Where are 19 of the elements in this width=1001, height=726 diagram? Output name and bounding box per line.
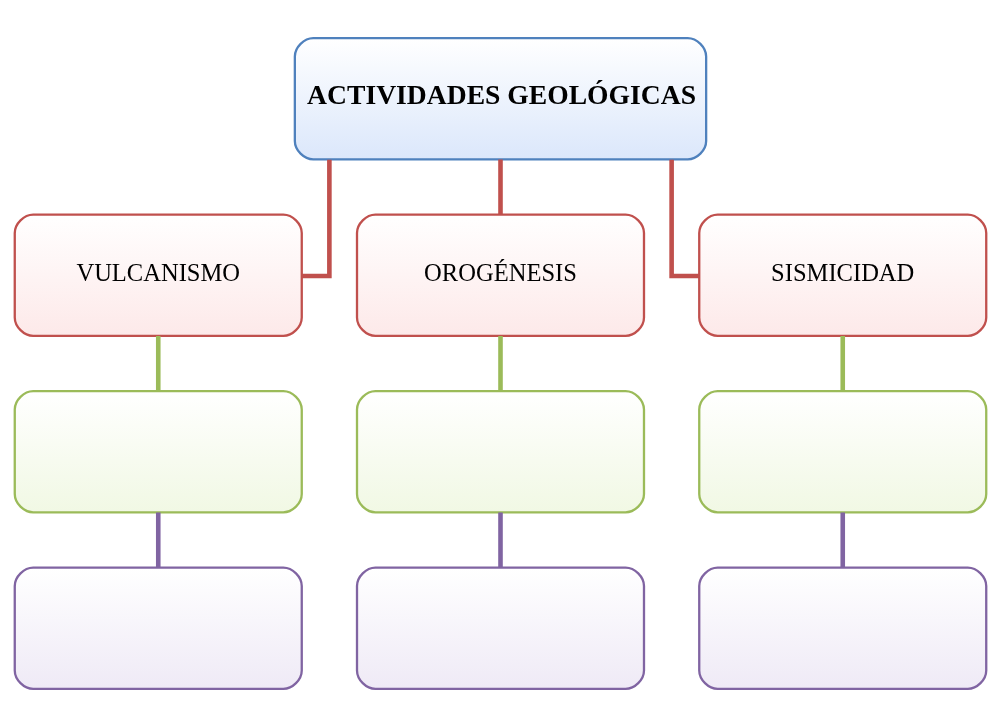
node-box: SISMICIDAD bbox=[698, 213, 988, 337]
connector bbox=[840, 512, 846, 567]
node-box: ACTIVIDADES GEOLÓGICAS bbox=[293, 36, 708, 161]
node-box: OROGÉNESIS bbox=[355, 213, 646, 337]
node-box bbox=[13, 565, 303, 690]
node-box bbox=[355, 389, 646, 513]
connector bbox=[840, 335, 846, 391]
connector bbox=[498, 512, 503, 567]
node-box bbox=[698, 389, 988, 513]
node-box bbox=[13, 389, 303, 513]
node-box: VULCANISMO bbox=[13, 213, 303, 337]
connector bbox=[498, 159, 503, 214]
connector bbox=[155, 512, 161, 567]
connector bbox=[498, 335, 503, 391]
connector bbox=[669, 159, 700, 278]
connector bbox=[155, 335, 161, 391]
node-box bbox=[698, 565, 988, 690]
node-box bbox=[355, 565, 646, 690]
connector bbox=[301, 159, 332, 278]
